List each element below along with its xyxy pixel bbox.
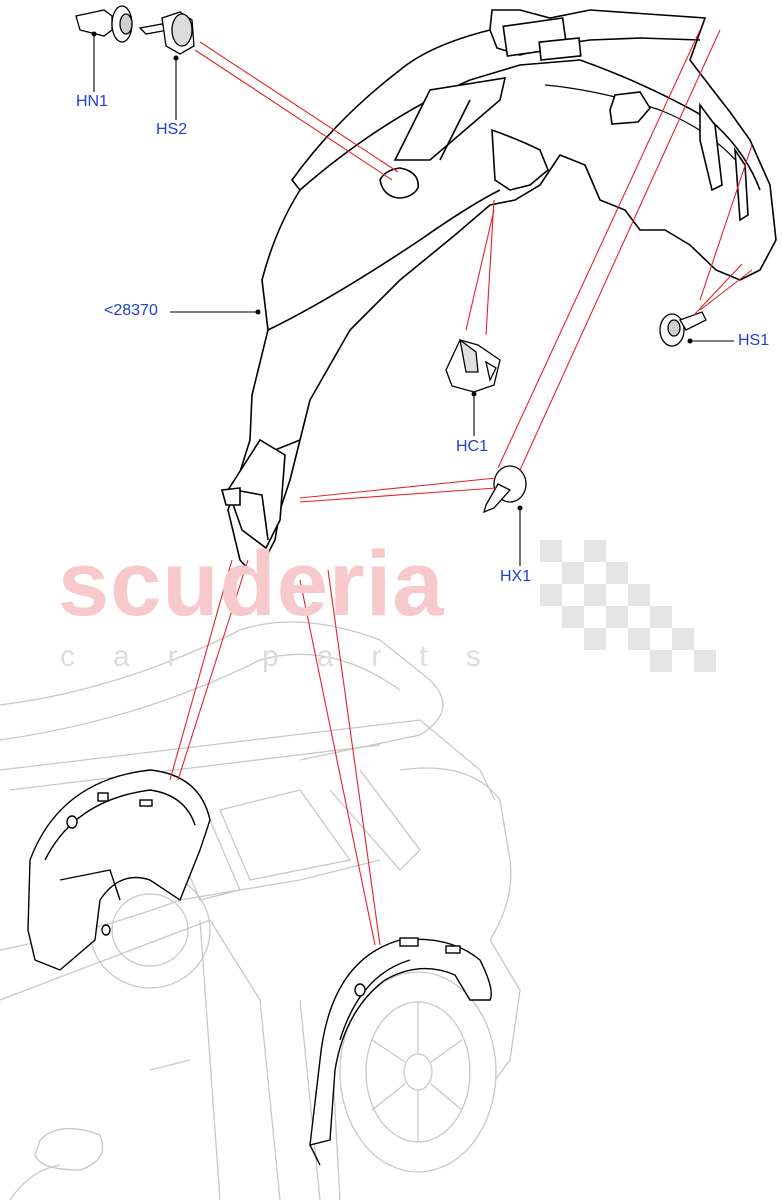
leader-lines-black xyxy=(93,34,734,566)
watermark-tagline: car parts xyxy=(60,640,519,673)
front-liner-small xyxy=(27,769,211,971)
callout-hs1[interactable]: HS1 xyxy=(738,332,770,349)
callout-hx1[interactable]: HX1 xyxy=(500,568,532,585)
clip-hn1 xyxy=(75,5,133,43)
pin-hx1 xyxy=(483,465,527,514)
callout-hc1[interactable]: HC1 xyxy=(456,438,489,455)
clip-hc1 xyxy=(445,338,501,393)
watermark-checker-flag xyxy=(540,540,716,672)
callout-part-28370[interactable]: <28370 xyxy=(104,302,158,319)
leader-dots xyxy=(91,31,693,511)
bolt-hs1 xyxy=(659,311,707,347)
leader-lines-red xyxy=(169,29,753,946)
wheel-arch-liner xyxy=(220,9,777,582)
watermark-brand: scuderia xyxy=(58,533,445,635)
callout-hs2[interactable]: HS2 xyxy=(156,121,188,138)
bolt-hs2 xyxy=(138,11,195,55)
callout-hn1[interactable]: HN1 xyxy=(76,93,109,110)
rear-liner-small xyxy=(309,937,492,1166)
